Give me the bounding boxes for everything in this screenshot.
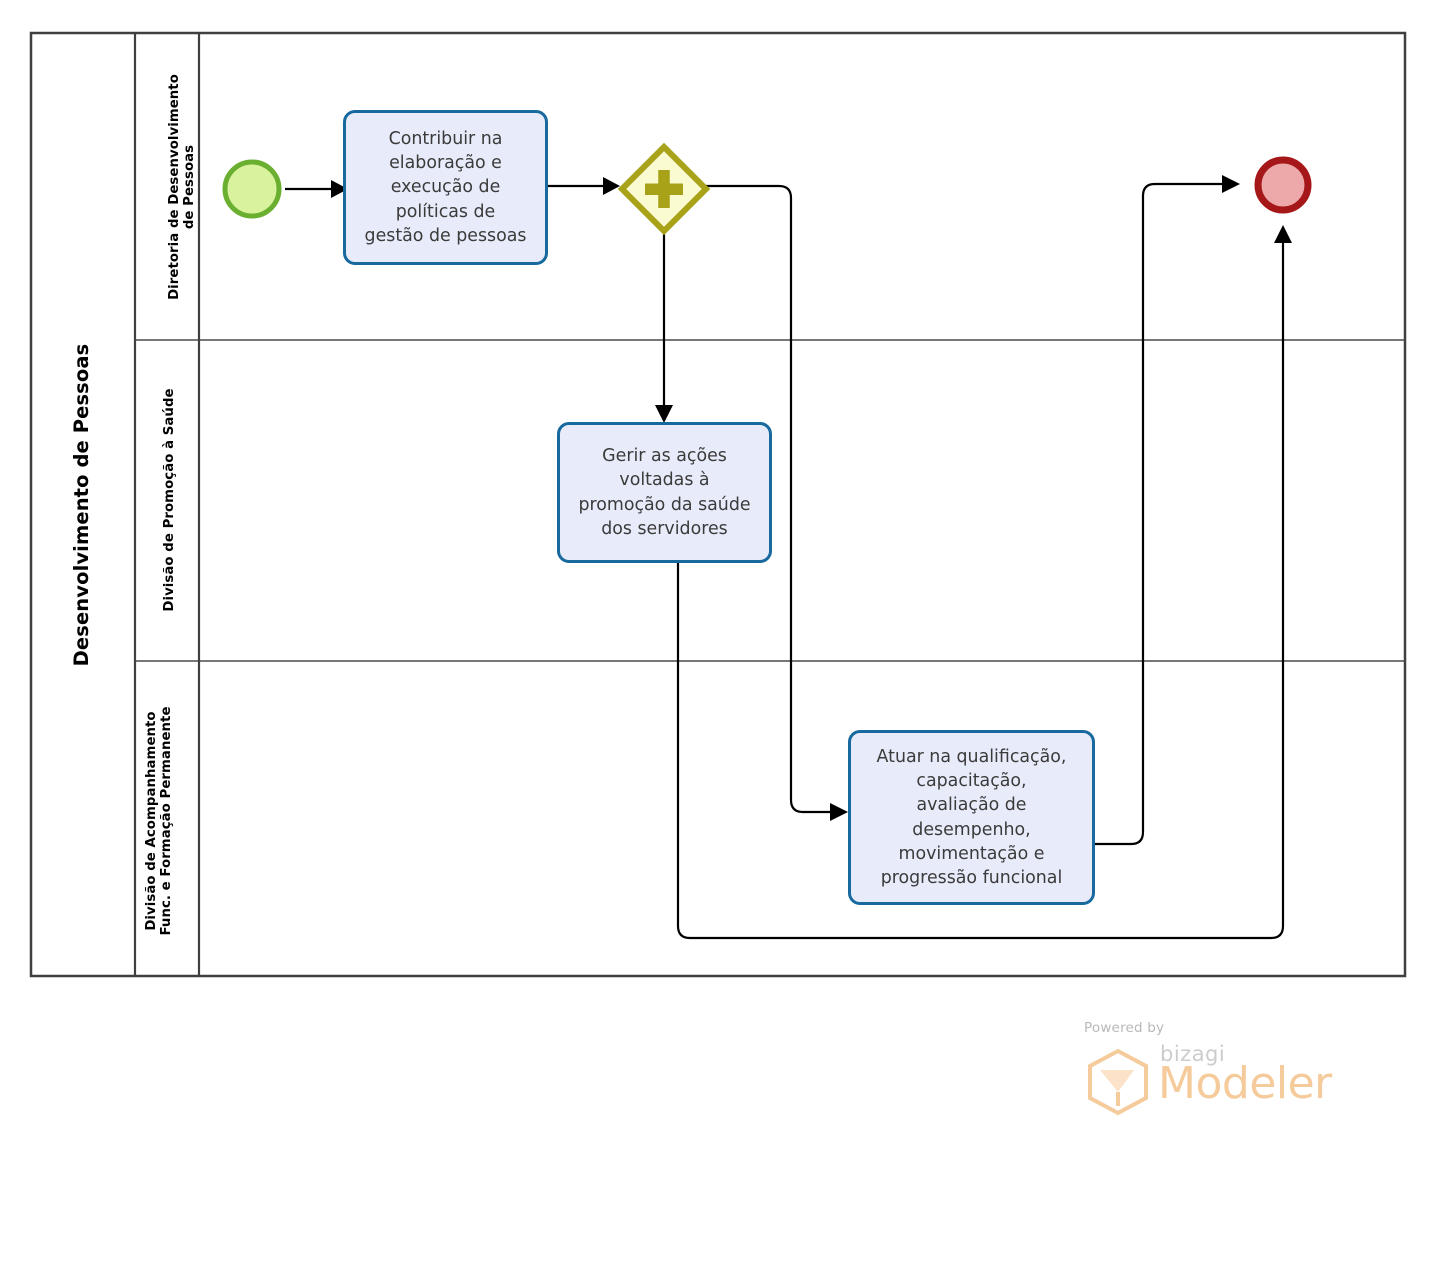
arrowhead	[655, 405, 673, 423]
flow-task3-to-end	[1095, 175, 1240, 846]
end-event[interactable]	[1254, 156, 1312, 214]
arrowhead	[331, 180, 348, 198]
start-event[interactable]	[222, 159, 282, 219]
arrowhead	[1222, 175, 1240, 193]
flow-task1-to-gateway	[548, 177, 620, 195]
task-qualificacao[interactable]: Atuar na qualificação, capacitação, aval…	[848, 730, 1095, 905]
gateway-plus-icon	[658, 170, 670, 208]
parallel-gateway[interactable]	[617, 142, 711, 236]
flow-task2-to-end	[676, 225, 1292, 940]
arrowhead	[1274, 225, 1292, 243]
task-politicas[interactable]: Contribuir na elaboração e execução de p…	[343, 110, 548, 265]
pool-outline	[29, 31, 1407, 978]
flow-gateway-to-task2	[655, 227, 673, 423]
arrowhead	[603, 177, 620, 195]
task-saude[interactable]: Gerir as ações voltadas à promoção da sa…	[557, 422, 772, 563]
flow-start-to-task1	[285, 180, 348, 198]
flow-gateway-to-task3	[705, 184, 848, 821]
arrowhead	[830, 803, 848, 821]
